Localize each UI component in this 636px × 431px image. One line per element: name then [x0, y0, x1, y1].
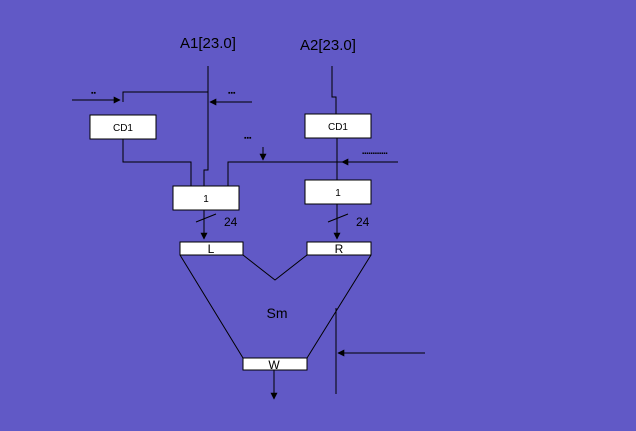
input-a2-label: A2[23.0] [300, 37, 356, 54]
sum-label: Sm [267, 305, 288, 321]
cd1-left-block [89, 114, 157, 140]
register-w-label: W [268, 358, 280, 372]
mux-left-block [172, 185, 240, 211]
cd1-right-block [304, 113, 372, 139]
register-w [242, 357, 308, 371]
mux-left-label: 1 [203, 194, 209, 205]
cd1-right-label: CD1 [328, 122, 348, 133]
cd1-left-control-line [122, 91, 208, 102]
bus-left-width: 24 [224, 215, 238, 229]
adder-outline [179, 254, 372, 359]
cd1-left-output-line [122, 139, 192, 186]
a1-input-line [203, 66, 209, 186]
bus-left-slash [195, 213, 217, 223]
bus-right-slash [327, 213, 349, 223]
bus-right-width: 24 [356, 215, 370, 229]
a2-input-line [331, 66, 337, 114]
register-l-label: L [208, 242, 215, 256]
register-r-label: R [335, 242, 344, 256]
control-label-4: ▪▪▪▪▪▪▪▪▪▪▪▪ [362, 151, 388, 157]
input-a1-label: A1[23.0] [180, 35, 236, 52]
control-label-3: ▪▪▪ [244, 135, 252, 142]
control-label-2: ▪▪▪ [228, 90, 236, 97]
mux-right-label: 1 [335, 188, 341, 199]
mux-right-block [304, 179, 372, 205]
register-r [306, 241, 372, 256]
cd1-left-label: CD1 [113, 123, 133, 134]
control-label-1: ▪▪ [91, 90, 96, 97]
register-l [179, 241, 244, 256]
